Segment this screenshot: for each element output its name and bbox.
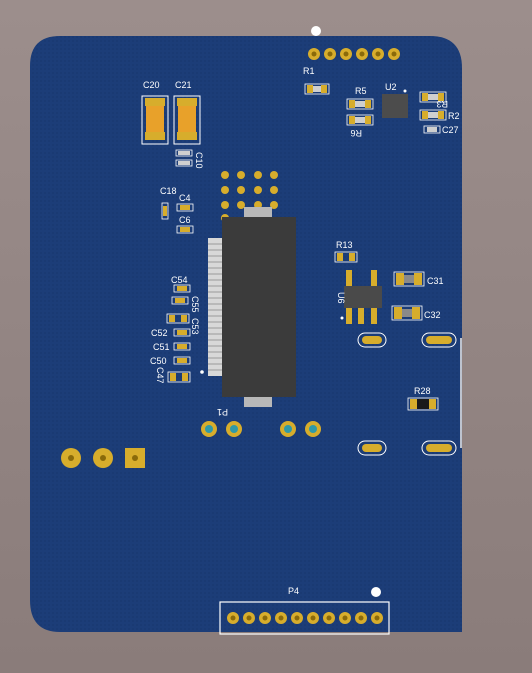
cap-c55[interactable]	[171, 296, 189, 305]
cap-c6[interactable]	[176, 225, 194, 234]
cap-c53[interactable]	[166, 313, 190, 324]
res-r1[interactable]	[304, 83, 330, 95]
label-r5: R5	[355, 86, 367, 96]
label-c55: C55	[190, 296, 200, 313]
cap-c18[interactable]	[161, 202, 169, 220]
label-c31: C31	[427, 276, 444, 286]
label-c27: C27	[442, 125, 459, 135]
res-r6[interactable]	[346, 114, 374, 126]
chip-u6[interactable]	[340, 270, 383, 324]
cap-c20[interactable]	[141, 95, 169, 145]
label-u6: U6	[336, 292, 346, 304]
label-r13: R13	[336, 240, 353, 250]
label-u2: U2	[385, 82, 397, 92]
cap-c47[interactable]	[167, 371, 191, 383]
header-p1[interactable]	[201, 421, 321, 437]
label-c10: C10	[194, 152, 204, 169]
res-r13[interactable]	[334, 251, 358, 263]
label-c4: C4	[179, 193, 191, 203]
res-r5[interactable]	[346, 98, 374, 110]
cap-c51[interactable]	[173, 342, 191, 351]
cap-c27[interactable]	[423, 125, 441, 134]
pin-header-icon[interactable]	[219, 601, 390, 635]
label-r28: R28	[414, 386, 431, 396]
cap-c32[interactable]	[391, 305, 423, 321]
res-r3[interactable]	[419, 91, 447, 103]
label-c20: C20	[143, 80, 160, 90]
cap-c10[interactable]	[175, 149, 193, 167]
connector-left[interactable]	[61, 448, 145, 468]
label-r1: R1	[303, 66, 315, 76]
label-r6: R6	[350, 128, 362, 138]
label-r3: R3	[436, 99, 448, 109]
label-c32: C32	[424, 310, 441, 320]
label-c18: C18	[160, 186, 177, 196]
label-c47: C47	[155, 367, 165, 384]
mount-pad-icon	[357, 332, 457, 456]
cap-c31[interactable]	[393, 271, 425, 287]
cap-c54[interactable]	[173, 284, 191, 293]
cap-c52[interactable]	[173, 328, 191, 337]
label-c52: C52	[151, 328, 168, 338]
label-c21: C21	[175, 80, 192, 90]
label-c54: C54	[171, 275, 188, 285]
res-r28[interactable]	[407, 397, 439, 411]
label-p4: P4	[288, 586, 299, 596]
cap-c50[interactable]	[173, 356, 191, 365]
label-c50: C50	[150, 356, 167, 366]
label-c51: C51	[153, 342, 170, 352]
cap-c4[interactable]	[176, 203, 194, 212]
top-header-icon[interactable]	[308, 48, 400, 60]
label-r2: R2	[448, 111, 460, 121]
pin1-marker-icon	[371, 587, 381, 597]
chip-u2[interactable]	[382, 89, 408, 119]
ic-chip-icon[interactable]	[200, 207, 296, 407]
label-c6: C6	[179, 215, 191, 225]
res-r2[interactable]	[419, 109, 447, 121]
label-c53: C53	[190, 318, 200, 335]
label-p1: P1	[217, 407, 228, 417]
fiducial-icon	[311, 26, 321, 36]
cap-c21[interactable]	[173, 95, 201, 145]
